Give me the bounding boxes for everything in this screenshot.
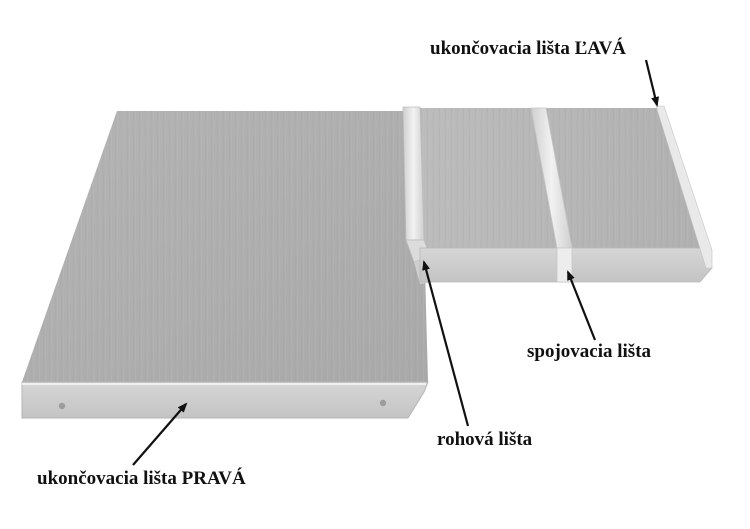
screw-left: [58, 402, 66, 410]
arrow-joint: [566, 270, 597, 341]
arrow-end-right: [132, 402, 188, 466]
end-strip-right-profile: [21, 381, 429, 419]
corner-strip-label: rohová lišta: [437, 429, 533, 450]
joint-strip-label: spojovacia lišta: [527, 341, 652, 362]
screw-right: [379, 399, 387, 407]
arrow-end-left: [644, 59, 659, 107]
corner-strip: [402, 106, 425, 241]
end-strip-left-profile: [655, 105, 713, 269]
end-strip-right-label: ukončovacia lišta PRAVÁ: [37, 468, 246, 489]
arrow-corner: [422, 260, 470, 427]
end-strip-left-label: ukončovacia lišta ĽAVÁ: [430, 38, 627, 59]
